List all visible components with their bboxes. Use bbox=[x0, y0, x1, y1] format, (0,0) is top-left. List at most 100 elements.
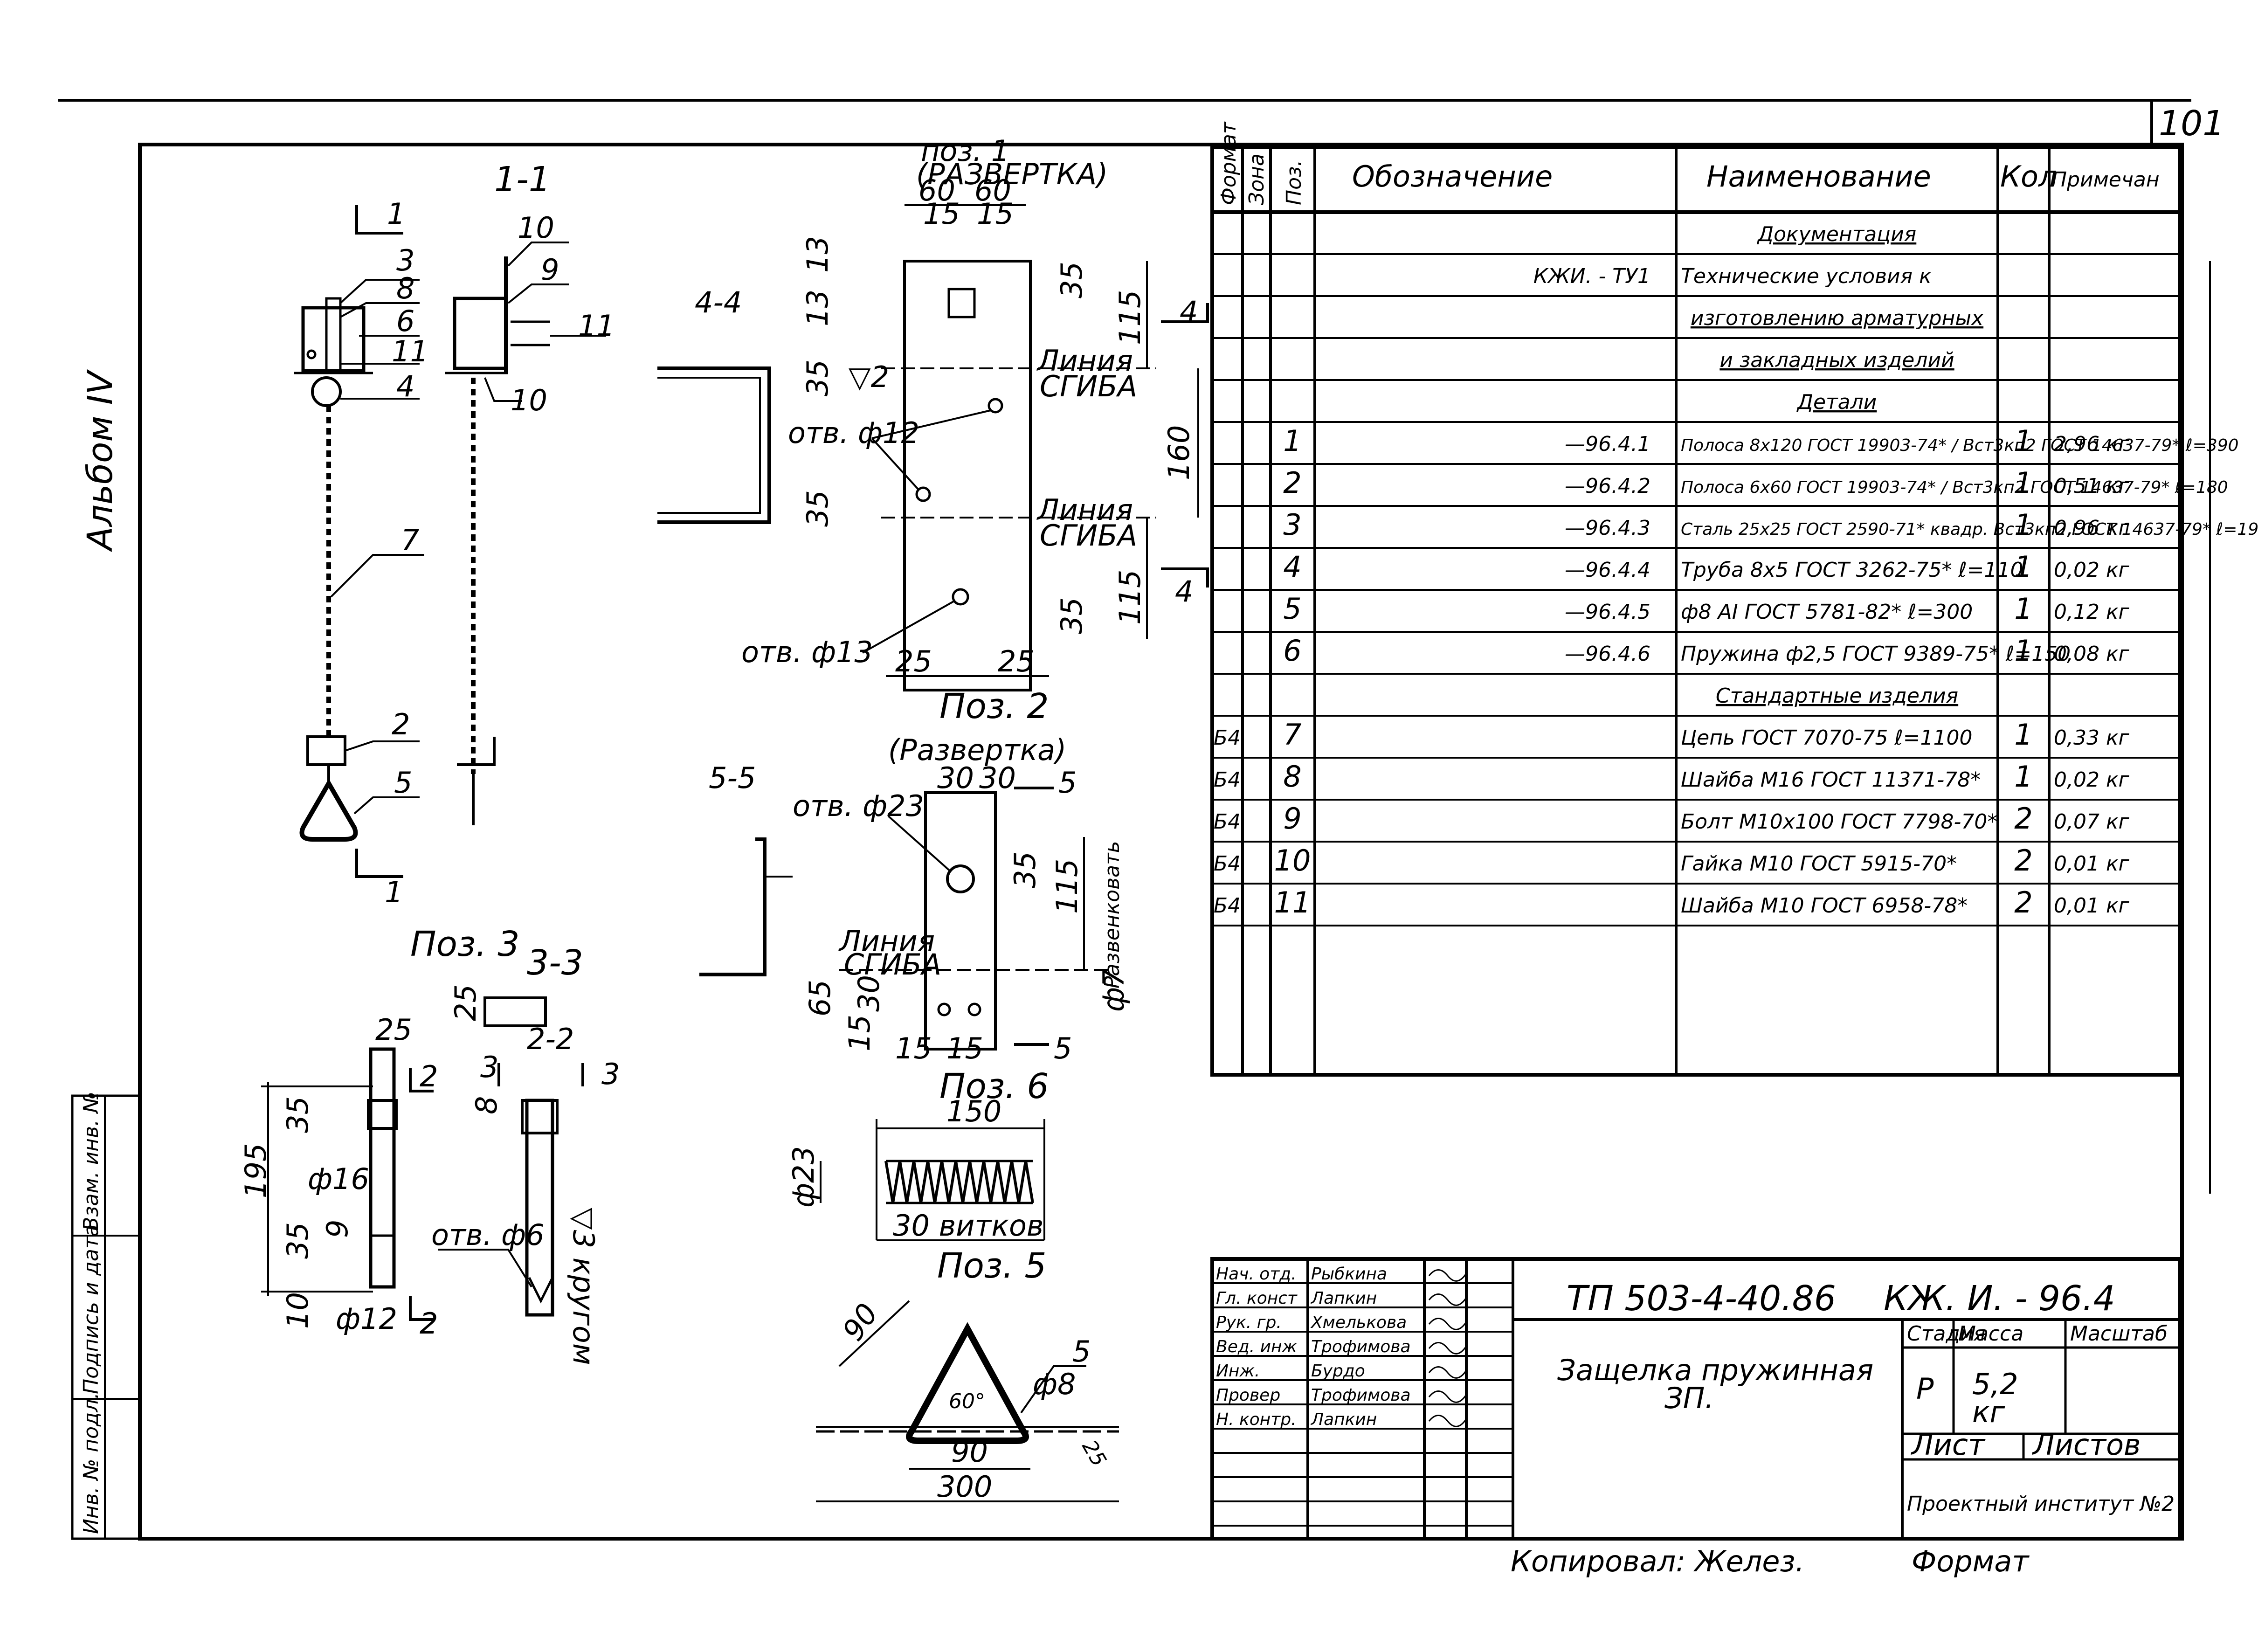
tb-signature bbox=[1428, 1415, 1467, 1427]
callout-5: 5 bbox=[394, 766, 412, 800]
header-qty: Кол bbox=[2000, 159, 2057, 194]
angle-profile bbox=[699, 837, 766, 976]
leader-otv6 bbox=[438, 1249, 532, 1288]
section-3-3-square bbox=[483, 996, 547, 1027]
spec-cell-pos: 9 bbox=[1283, 802, 1301, 836]
dim-35a: 35 bbox=[1055, 262, 1089, 298]
tb-signature bbox=[1428, 1342, 1467, 1355]
dim-phi16: ф16 bbox=[308, 1162, 369, 1196]
spec-cell-name: Шайба М16 ГОСТ 11371-78* bbox=[1681, 768, 1981, 792]
fold-line-label-bottom: Линия bbox=[1036, 493, 1133, 527]
hole-12b bbox=[915, 486, 931, 502]
stamp-vzam-inv: Взам. инв. № bbox=[79, 1092, 103, 1231]
scale-label: Масштаб bbox=[2070, 1322, 2168, 1346]
tb-signature bbox=[1428, 1318, 1467, 1330]
hole-12a bbox=[987, 398, 1003, 414]
spec-cell-designation: КЖИ. - ТУ1 bbox=[1533, 264, 1650, 288]
view-4-4: поз. 1 (РАЗВЕРТКА) 60 60 15 15 4-4 13 13… bbox=[657, 134, 1209, 726]
dim-25d: 25 bbox=[375, 1013, 412, 1047]
spec-cell-format: Б4 bbox=[1214, 726, 1241, 750]
spec-cell-pos: 10 bbox=[1274, 843, 1311, 878]
cut-2-top-label: 2 bbox=[420, 1059, 438, 1093]
channel-profile bbox=[657, 366, 771, 524]
organization: Проектный институт №2 bbox=[1907, 1492, 2175, 1516]
drawing-frame bbox=[138, 143, 2184, 1541]
spring-coils bbox=[884, 1161, 1034, 1203]
format-label: Формат bbox=[1912, 1544, 2030, 1578]
hole-13 bbox=[952, 588, 969, 606]
side-hook bbox=[457, 737, 496, 766]
leader-10a bbox=[507, 242, 569, 267]
view-5-5: (Развертка) 5-5 отв. ф23 30 30 5 5 35 11… bbox=[699, 733, 1131, 1106]
spec-cell-name: Полоса 8х120 ГОСТ 19903-74* / Вст3кп2 ГО… bbox=[1681, 436, 2239, 455]
razvertka-label-2: (Развертка) bbox=[888, 733, 1066, 767]
spec-cell-pos: 5 bbox=[1283, 592, 1301, 626]
fold-line-label-top: Линия bbox=[1036, 344, 1133, 378]
cut-2-top bbox=[409, 1068, 434, 1092]
poz6-label: Поз. 6 bbox=[939, 1066, 1049, 1106]
label-otv13: отв. ф13 bbox=[741, 635, 873, 669]
tb-role: Гл. конст bbox=[1216, 1289, 1298, 1308]
leader-5 bbox=[353, 796, 420, 815]
dim-15b: 15 bbox=[977, 197, 1014, 231]
stamp-inv-podl: Инв. № подл. bbox=[79, 1392, 103, 1534]
spec-cell-qty: 1 bbox=[2014, 592, 2032, 626]
handle-detail: 90 ф8 60° 5 90 300 25 bbox=[816, 1297, 1119, 1504]
razvertka-label: (РАЗВЕРТКА) bbox=[916, 157, 1108, 191]
dim-phi12: ф12 bbox=[336, 1302, 397, 1336]
spec-cell-name: ф8 АI ГОСТ 5781-82* ℓ=300 bbox=[1681, 600, 1973, 624]
stamp-sign-date: Подпись и дата bbox=[79, 1224, 103, 1394]
dim-15a: 15 bbox=[923, 197, 960, 231]
dim-60a: 60 bbox=[918, 173, 955, 207]
spec-cell-note: 0,12 кг bbox=[2054, 600, 2130, 624]
spec-row-rules bbox=[1212, 253, 2180, 926]
spec-cell-pos: 8 bbox=[1283, 760, 1301, 794]
leader-3 bbox=[339, 279, 420, 304]
dim-phi7: ф7 bbox=[1097, 969, 1131, 1012]
spec-cell-qty: 1 bbox=[2014, 508, 2032, 542]
callout-6: 6 bbox=[396, 304, 414, 338]
callout-10b: 10 bbox=[511, 383, 547, 417]
cut-4-top bbox=[1161, 303, 1209, 323]
spec-cell-name: Полоса 6х60 ГОСТ 19903-74* / Вст3кп2 ГОС… bbox=[1681, 478, 2228, 497]
dim-60deg: 60° bbox=[949, 1389, 985, 1413]
spec-cell-pos: 6 bbox=[1283, 634, 1301, 668]
spec-cell-designation: —96.4.4 bbox=[1565, 558, 1650, 582]
spec-cell-qty: 1 bbox=[2014, 550, 2032, 584]
tb-role: Инж. bbox=[1216, 1362, 1260, 1381]
handle-triangle-detail bbox=[906, 1322, 1029, 1444]
leader-2 bbox=[345, 740, 420, 752]
dim-9: 9 bbox=[320, 1220, 354, 1238]
handle-triangle bbox=[299, 779, 358, 842]
tb-signature bbox=[1428, 1390, 1467, 1403]
view-3-3-title: 3-3 bbox=[527, 943, 583, 983]
mass-value: 5,2 bbox=[1972, 1367, 2018, 1401]
view-1-1: 1-1 1 1 3 8 6 11 4 7 2 5 bbox=[294, 159, 615, 909]
spec-cell-qty: 2 bbox=[2014, 885, 2032, 919]
dim-30b: 30 bbox=[979, 761, 1016, 795]
hole-23 bbox=[946, 864, 975, 893]
leader-5-detail bbox=[1020, 1365, 1086, 1414]
dim-line-90a bbox=[838, 1300, 910, 1367]
binding-stamp: Инв. № подл. Подпись и дата Взам. инв. № bbox=[71, 1092, 141, 1540]
dim-90a: 90 bbox=[836, 1297, 884, 1347]
spec-cell-name: Пружина ф2,5 ГОСТ 9389-75* ℓ=150 bbox=[1681, 642, 2071, 666]
spec-cell-name: Цепь ГОСТ 7070-75 ℓ=1100 bbox=[1681, 726, 1973, 750]
hole-6a bbox=[937, 1002, 951, 1016]
page-number: 101 bbox=[2159, 104, 2224, 144]
rod-side-tip bbox=[528, 1277, 554, 1304]
spec-cell-name: изготовлению арматурных bbox=[1691, 306, 1984, 330]
tb-role: Нач. отд. bbox=[1216, 1265, 1297, 1284]
fold-label-55: Линия bbox=[838, 924, 935, 958]
spec-cell-pos: 11 bbox=[1274, 885, 1311, 919]
tb-name: Лапкин bbox=[1310, 1410, 1377, 1429]
poz2-label: Поз. 2 bbox=[939, 686, 1049, 726]
tb-signature bbox=[1428, 1293, 1467, 1306]
label-razvenkovat: Развенковать bbox=[1100, 841, 1124, 988]
spec-cell-designation: —96.4.2 bbox=[1565, 474, 1650, 498]
leader-7 bbox=[330, 554, 424, 598]
spec-cell-pos: 4 bbox=[1283, 550, 1301, 584]
header-note: Примечан bbox=[2051, 168, 2160, 192]
